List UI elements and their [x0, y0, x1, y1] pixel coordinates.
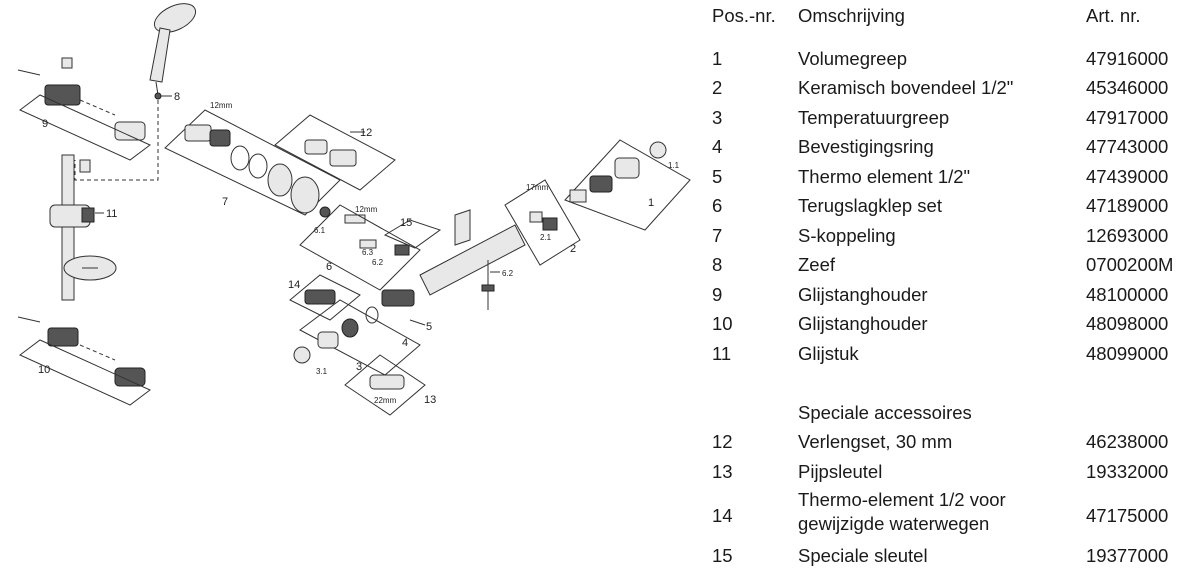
accessories-heading: Speciale accessoires [798, 402, 972, 423]
callout-9: 9 [42, 118, 48, 130]
callout-15: 15 [400, 217, 412, 229]
callout-8: 8 [174, 91, 180, 103]
check-valve-6: 6.1 12mm 6.3 6.2 6 [299, 204, 421, 291]
header-art: Art. nr. [1086, 5, 1141, 26]
part-art: 47439000 [1086, 166, 1169, 187]
part-desc: Glijstanghouder [798, 313, 928, 334]
accessory-pos: 15 [712, 545, 733, 566]
accessory-art: 46238000 [1086, 431, 1169, 452]
callout-11: 11 [106, 208, 117, 220]
callout-14: 14 [288, 279, 300, 291]
callout-5: 5 [426, 321, 432, 333]
callout-13: 13 [424, 394, 436, 406]
part-pos: 11 [712, 343, 732, 364]
callout-6-1: 6.1 [314, 226, 326, 235]
part-art: 47917000 [1086, 107, 1169, 128]
part-desc: Terugslagklep set [798, 195, 942, 216]
slide-bar: 11 [49, 154, 117, 301]
callout-6: 6 [326, 261, 332, 273]
dim-12mm-a: 12mm [210, 101, 233, 110]
part-desc: Temperatuurgreep [798, 107, 950, 128]
part-pos: 1 [712, 48, 723, 69]
accessory-desc-line2: gewijzigde waterwegen [798, 513, 990, 534]
callout-2-1: 2.1 [540, 233, 552, 242]
accessory-row: 14 Thermo-element 1/2 voor gewijzigde wa… [712, 488, 1200, 536]
special-key-15: 15 [383, 217, 442, 249]
callout-2: 2 [570, 243, 576, 255]
part-art: 12693000 [1086, 225, 1169, 246]
accessory-pos: 12 [712, 431, 733, 452]
callout-7: 7 [222, 196, 228, 208]
holder-10: 10 [17, 316, 151, 406]
accessory-desc: Pijpsleutel [798, 461, 883, 482]
part-art: 48100000 [1086, 284, 1169, 305]
hand-shower: 8 [149, 3, 197, 103]
accessory-art: 19332000 [1086, 461, 1169, 482]
callout-3-1: 3.1 [316, 367, 328, 376]
part-desc: Zeef [798, 254, 836, 275]
part-pos: 5 [712, 166, 723, 187]
part-art: 47916000 [1086, 48, 1169, 69]
part-art: 47189000 [1086, 195, 1169, 216]
callout-6-2b: 6.2 [502, 269, 514, 278]
part-art: 48099000 [1086, 343, 1169, 364]
part-desc: Volumegreep [798, 48, 908, 69]
volume-handle-1: 1.1 1 [564, 139, 691, 231]
part-desc: S-koppeling [798, 225, 896, 246]
header-desc: Omschrijving [798, 5, 905, 26]
part-pos: 4 [712, 136, 723, 157]
callout-1-1: 1.1 [668, 161, 680, 170]
part-pos: 6 [712, 195, 723, 216]
dim-17mm: 17mm [526, 183, 549, 192]
dim-12mm-b: 12mm [355, 205, 378, 214]
accessory-desc: Speciale sleutel [798, 545, 928, 566]
accessory-pos: 14 [712, 505, 733, 526]
callout-6-3: 6.3 [362, 248, 374, 257]
callout-4: 4 [402, 337, 408, 349]
callout-6-2a: 6.2 [372, 258, 384, 267]
accessory-pos: 13 [712, 461, 733, 482]
accessory-art: 19377000 [1086, 545, 1169, 566]
callout-3: 3 [356, 361, 362, 373]
part-pos: 9 [712, 284, 723, 305]
holder-9: 9 [17, 57, 151, 161]
accessory-art: 47175000 [1086, 505, 1169, 526]
part-art: 0700200M [1086, 254, 1174, 275]
part-pos: 3 [712, 107, 723, 128]
thermostat-body: 6.2 [419, 209, 526, 310]
part-desc: Thermo element 1/2" [798, 166, 971, 187]
callout-12: 12 [360, 127, 372, 139]
part-desc: Glijstuk [798, 343, 859, 364]
part-desc: Glijstanghouder [798, 284, 928, 305]
part-art: 45346000 [1086, 77, 1169, 98]
part-pos: 8 [712, 254, 723, 275]
accessory-desc-line1: Thermo-element 1/2 voor [798, 489, 1006, 510]
extension-set-12: 12 [274, 114, 396, 191]
header-pos: Pos.-nr. [712, 5, 776, 26]
headpart-2: 17mm 2.1 2 [504, 179, 581, 266]
s-coupling-7: 7 12mm [164, 101, 341, 216]
dim-22mm: 22mm [374, 396, 397, 405]
part-pos: 7 [712, 225, 723, 246]
part-desc: Bevestigingsring [798, 136, 934, 157]
pipe-wrench-13: 22mm 13 [344, 354, 436, 416]
part-pos: 10 [712, 313, 733, 334]
part-art: 48098000 [1086, 313, 1169, 334]
part-pos: 2 [712, 77, 723, 98]
part-art: 47743000 [1086, 136, 1169, 157]
callout-10: 10 [38, 364, 50, 376]
exploded-parts-diagram: 8 9 11 10 7 [17, 3, 691, 416]
parts-list: Pos.-nr. Omschrijving Art. nr. 1 Volumeg… [712, 0, 1200, 574]
part-desc: Keramisch bovendeel 1/2" [798, 77, 1014, 98]
accessory-desc: Verlengset, 30 mm [798, 431, 953, 452]
callout-1: 1 [648, 197, 654, 209]
thermo-group: 14 5 4 3 3.1 [288, 274, 432, 376]
